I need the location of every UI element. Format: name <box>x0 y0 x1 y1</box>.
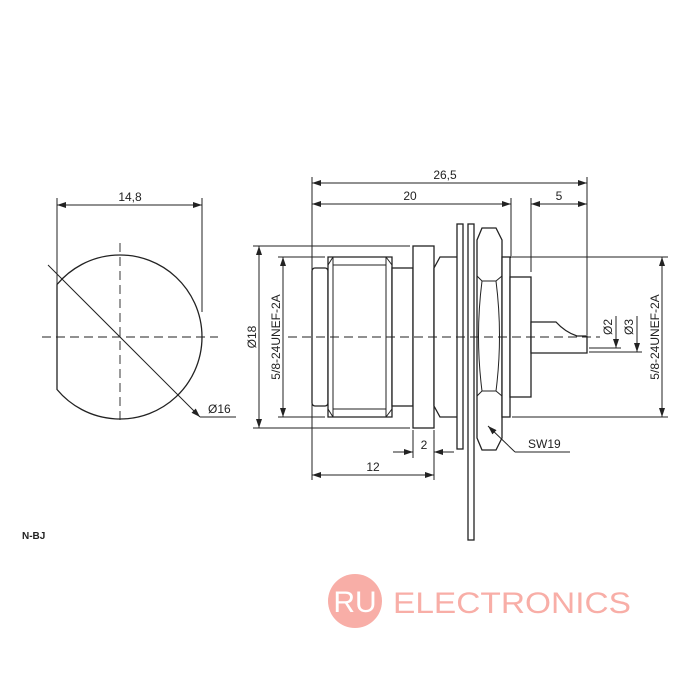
dimension-label-flange-diameter: Ø18 <box>245 325 259 348</box>
dimension-label-front-length: 12 <box>366 460 380 474</box>
dimension-label-overall-length: 26,5 <box>433 168 457 182</box>
dimension-label-pin-large: Ø3 <box>622 319 636 335</box>
front-view: 14,8 Ø16 <box>42 190 236 422</box>
extension-lines <box>253 177 668 480</box>
contact-pin <box>530 321 588 354</box>
dimension-label-flange-thickness: 2 <box>421 438 428 452</box>
lock-washer <box>456 223 464 450</box>
hex-nut-faces <box>476 275 503 397</box>
dimension-label-thread-front: 5/8-24UNEF-2A <box>269 294 283 379</box>
dimension-label-diameter: Ø16 <box>208 402 231 416</box>
logo-text: ELECTRONICS <box>393 587 631 620</box>
watermark-logo: RU ELECTRONICS <box>328 574 631 628</box>
dimension-label-pin-small: Ø2 <box>601 319 615 335</box>
logo-badge-text: RU <box>333 586 376 619</box>
hex-nut <box>476 227 503 451</box>
diameter-leader <box>47 264 201 418</box>
part-number: N-BJ <box>22 531 45 542</box>
wrench-size-label: SW19 <box>528 437 561 451</box>
dimension-label-width: 14,8 <box>118 190 142 204</box>
side-view: 26,5 20 5 Ø18 5/8-24UNEF-2A 5/8-24UNEF-2… <box>245 168 668 541</box>
dimension-label-thread-rear: 5/8-24UNEF-2A <box>648 294 662 379</box>
solder-lug-plate <box>467 223 475 541</box>
wrench-leader <box>487 425 516 453</box>
dimension-label-body-length: 20 <box>403 189 417 203</box>
dimension-label-pin-length: 5 <box>556 189 563 203</box>
logo-badge <box>328 574 382 628</box>
